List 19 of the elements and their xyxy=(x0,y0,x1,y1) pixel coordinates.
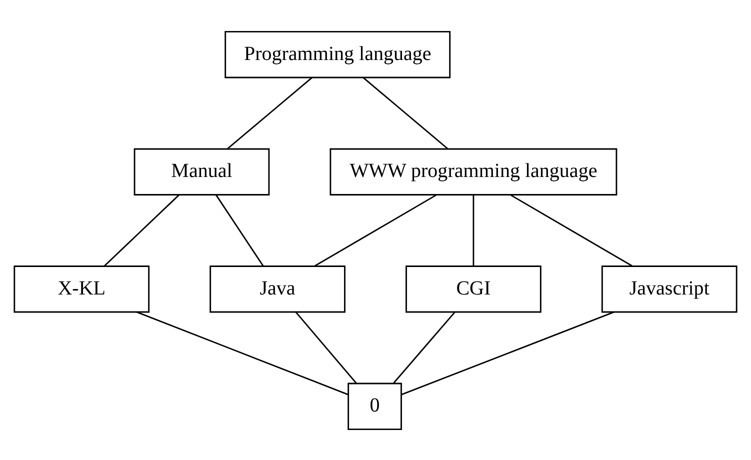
connector xyxy=(393,311,456,384)
connector xyxy=(227,76,312,149)
node-box: Javascript xyxy=(601,265,738,312)
node-box: Java xyxy=(210,265,346,312)
connector xyxy=(362,76,448,149)
connector xyxy=(510,194,632,266)
connector xyxy=(401,310,614,395)
node-box: Programming language xyxy=(224,30,451,78)
connector xyxy=(215,194,264,266)
connector xyxy=(314,194,437,266)
node-box: Manual xyxy=(134,148,270,195)
node-box: 0 xyxy=(348,382,402,430)
node-box: CGI xyxy=(406,265,542,312)
connector xyxy=(295,311,357,384)
node-box: X-KL xyxy=(14,265,150,312)
connector xyxy=(104,194,180,266)
connector xyxy=(472,194,474,266)
node-box: WWW programming language xyxy=(330,148,618,195)
connector xyxy=(136,310,348,395)
